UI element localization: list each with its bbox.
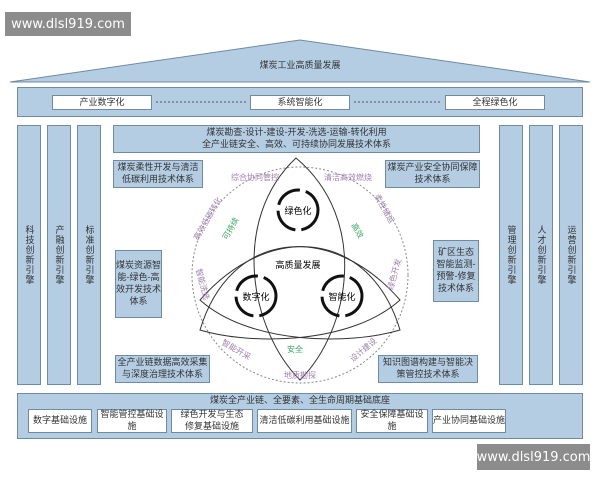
- side-box: 矿区生态智能监测-预警-修复技术体系: [433, 240, 479, 302]
- petal-left: [199, 246, 401, 340]
- base-item: 数字基础设施: [28, 409, 92, 433]
- cycle-icon: [276, 188, 320, 232]
- base-item: 绿色开发与生态修复基础设施: [171, 409, 253, 433]
- value-label: 可持续: [220, 216, 241, 242]
- core-label: 高质量发展: [275, 259, 320, 271]
- pillar-left: 标准创新引擎: [77, 125, 101, 385]
- cycle-icon: [234, 274, 278, 318]
- top-box-line2: 全产业链安全、高效、可持续协同发展技术体系: [201, 140, 391, 150]
- value-label: 安全: [287, 344, 303, 354]
- ring-label: 综合协同管控: [231, 172, 279, 182]
- side-box: 煤炭柔性开发与清洁低碳利用技术体系: [113, 160, 203, 188]
- cycle-icon: [320, 274, 364, 318]
- petal-label: 数字化: [242, 291, 269, 303]
- side-box: 全产业链数据高效采集与深度治理技术体系: [115, 355, 210, 383]
- ring-label: 柔性储运: [372, 192, 397, 225]
- watermark: www.dlsl919.com: [477, 444, 590, 470]
- top-box-line1: 煤炭勘查-设计-建设-开发-洗选-运输-转化利用: [206, 128, 387, 138]
- pillar-right: 运营创新引擎: [559, 125, 583, 385]
- side-box: 煤炭资源智能-绿色-高效开发技术体系: [115, 250, 162, 318]
- base-item: 产业协同基础设施: [432, 409, 506, 433]
- ring-label: 地质勘探: [284, 370, 316, 380]
- side-box: 煤炭产业安全协同保障技术体系: [385, 160, 480, 188]
- base-item: 清洁低碳利用基础设施: [257, 409, 352, 433]
- value-label: 高效: [349, 221, 366, 240]
- ring-label: 清洁高效燃烧: [324, 172, 372, 182]
- band-arrows: [156, 101, 441, 103]
- ring-label: 绿色开发: [385, 257, 403, 290]
- watermark: www.dlsl919.com: [5, 12, 131, 36]
- ring-label: 智能洗选: [194, 267, 212, 300]
- petal-label: 智能化: [328, 291, 355, 303]
- petal-right: [199, 246, 401, 340]
- pillar-right: 管理创新引擎: [499, 125, 523, 385]
- roof-title: 煤炭工业高质量发展: [259, 61, 341, 71]
- top-box: 煤炭勘查-设计-建设-开发-洗选-运输-转化利用 全产业链安全、高效、可持续协同…: [113, 125, 480, 153]
- band-item: 全程绿色化: [445, 95, 545, 110]
- petal-label: 绿色化: [284, 205, 311, 217]
- side-box: 知识图谱构建与智能决策管控技术体系: [378, 355, 478, 383]
- pillar-right: 人才创新引擎: [529, 125, 553, 385]
- outer-ring: [191, 166, 409, 384]
- base-item: 安全保障基础设施: [356, 409, 428, 433]
- base-title: 煤炭全产业链、全要素、全生命周期基础底座: [209, 395, 390, 406]
- center-diagram: 绿色化 数字化 智能化 高质量发展 综合协同管控 清洁高效燃烧 柔性储运 高效低…: [191, 157, 409, 384]
- ring-label: 智能开采: [220, 337, 253, 362]
- base-item: 智能管控基础设施: [97, 409, 167, 433]
- band-item: 系统智能化: [250, 95, 350, 110]
- pillar-left: 科技创新引擎: [17, 125, 41, 385]
- band-item: 产业数字化: [52, 95, 152, 110]
- pillar-left: 产融创新引擎: [47, 125, 71, 385]
- ring-label: 高效低碳转化: [191, 195, 224, 242]
- ring-label: 设计建设: [348, 336, 379, 364]
- petal-top: [253, 157, 346, 381]
